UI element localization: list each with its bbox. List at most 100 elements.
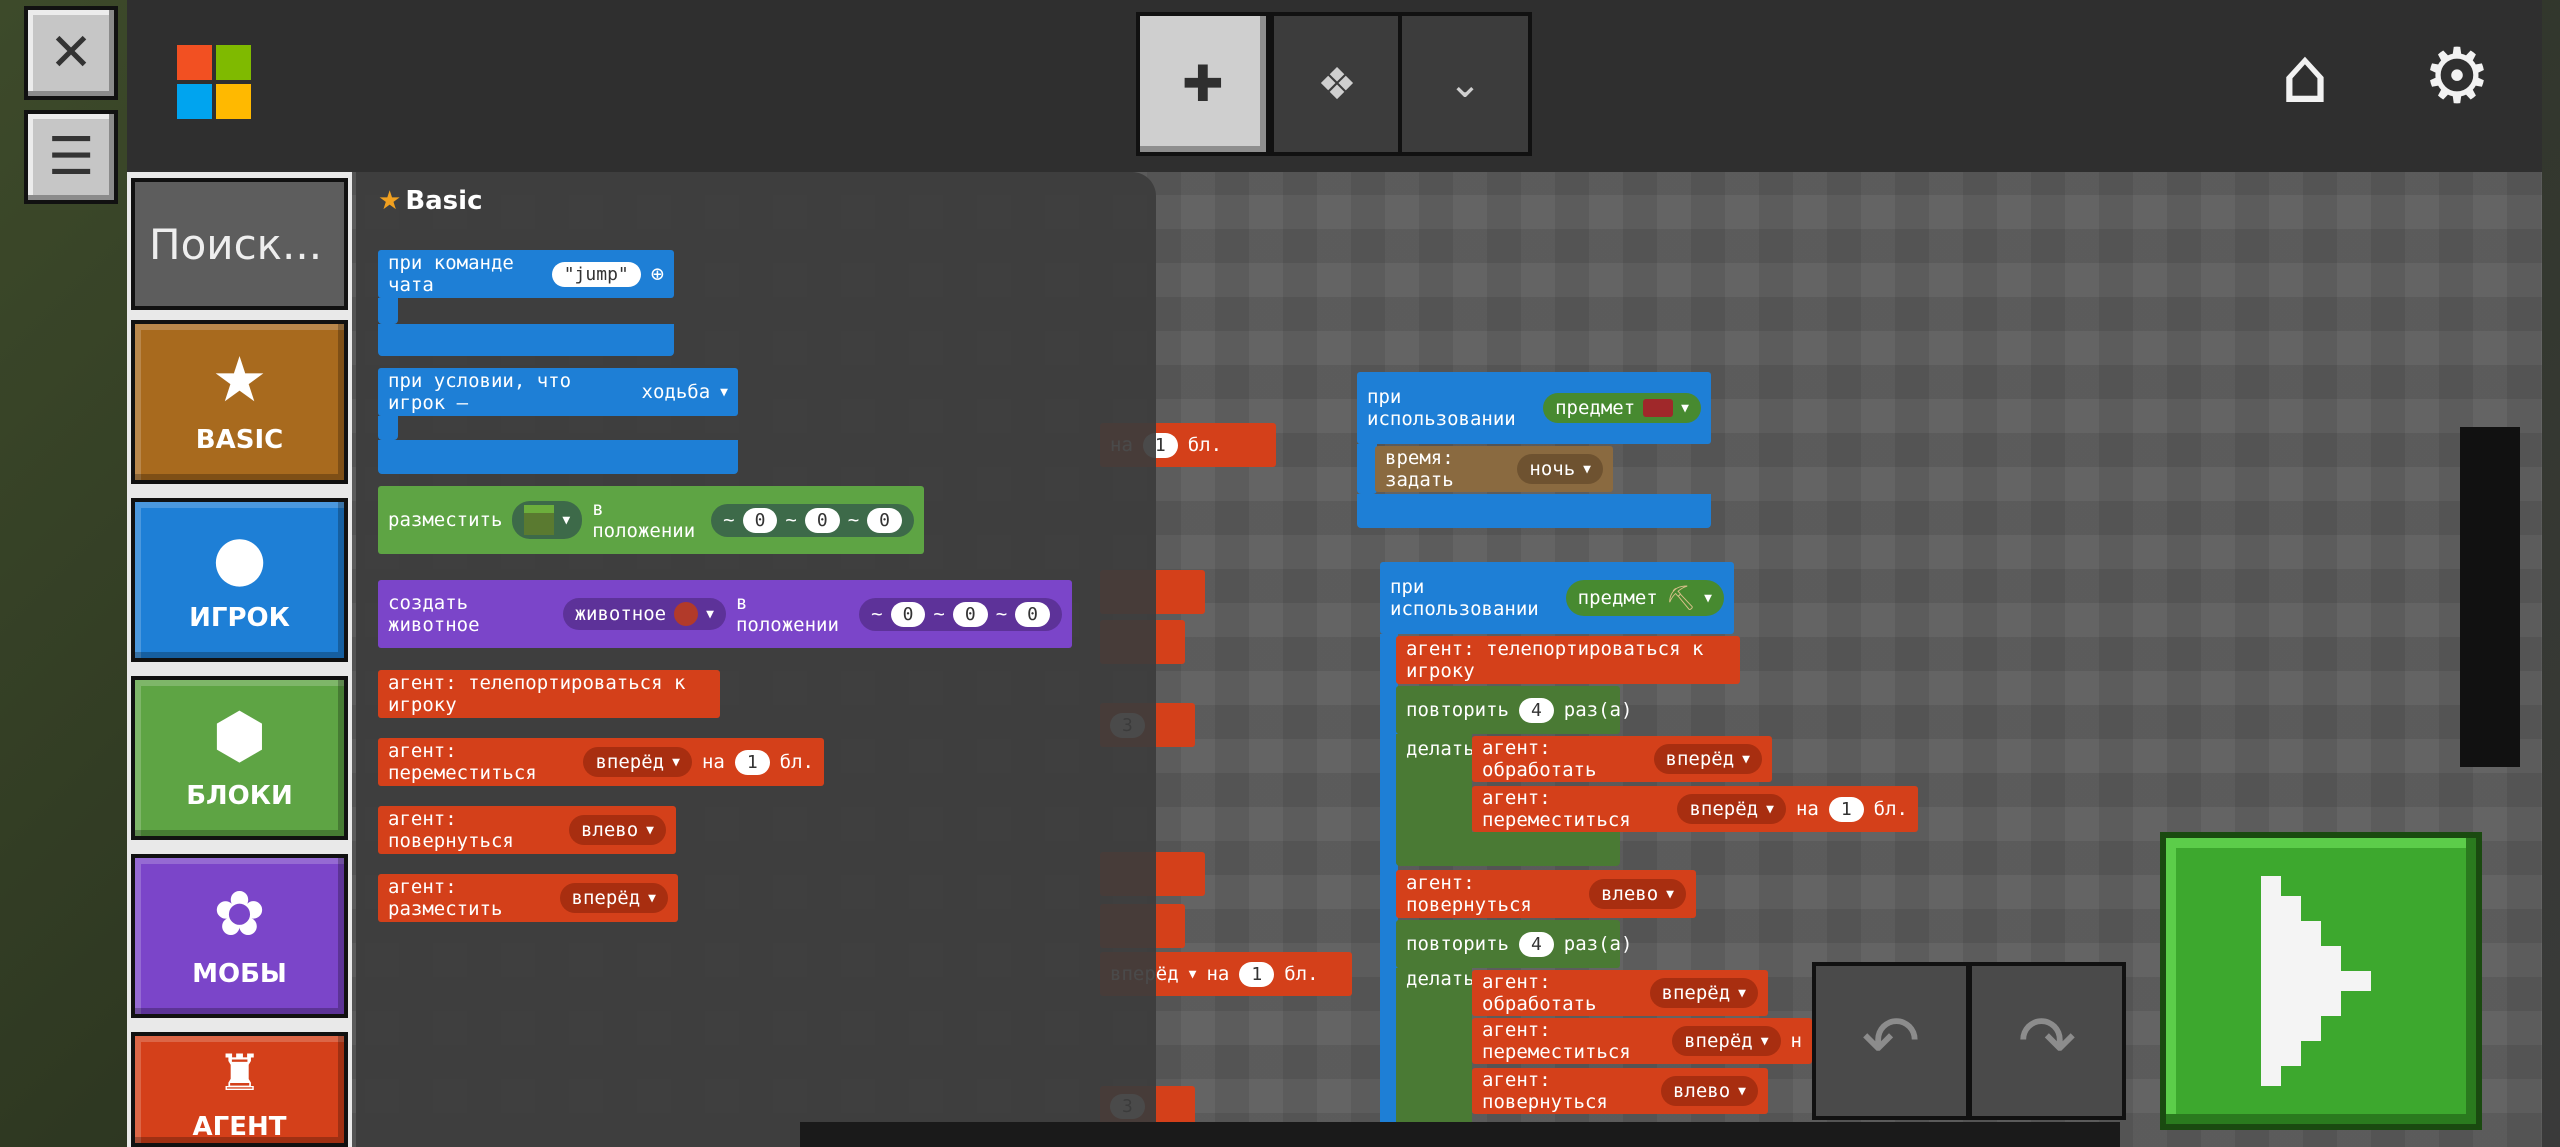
agent-turn-block[interactable]: агент: повернуться влево▼ xyxy=(378,806,676,854)
agent-turn-block[interactable]: агент: повернуться влево▼ xyxy=(1396,870,1696,918)
x-input[interactable]: 0 xyxy=(890,601,926,627)
x-input[interactable]: 0 xyxy=(742,507,778,533)
block-text: бл. xyxy=(1284,963,1319,985)
direction-dropdown[interactable]: вперёд▼ xyxy=(1677,794,1786,824)
direction-dropdown[interactable]: вперёд▼ xyxy=(559,883,668,913)
star-icon: ★ xyxy=(211,343,268,416)
time-dropdown[interactable]: ночь ▼ xyxy=(1517,454,1603,484)
paw-icon: ✿ xyxy=(213,877,266,950)
run-button[interactable] xyxy=(2160,832,2482,1130)
agent-teleport-block[interactable]: агент: телепортироваться к игроку xyxy=(1396,636,1740,684)
item-dropdown[interactable]: предмет ⛏ ▼ xyxy=(1565,580,1724,616)
caret-down-icon: ▼ xyxy=(1583,461,1591,477)
text-input[interactable]: "jump" xyxy=(551,261,641,287)
dropdown-value: предмет xyxy=(1555,397,1636,419)
category-blocks[interactable]: ⬢ БЛОКИ xyxy=(131,676,348,840)
position-input[interactable]: ~0 ~0 ~0 xyxy=(859,597,1062,631)
caret-down-icon: ▼ xyxy=(562,512,571,528)
dropdown-value[interactable]: ходьба xyxy=(641,381,711,403)
position-input[interactable]: ~0 ~0 ~0 xyxy=(711,503,914,537)
agent-till-block[interactable]: агент: обработать вперёд▼ xyxy=(1472,736,1772,782)
spawn-animal-block[interactable]: создать животное животное ▼ в положении … xyxy=(378,580,1072,648)
python-icon: ❖ xyxy=(1317,58,1357,110)
agent-place-block[interactable]: агент: разместить вперёд▼ xyxy=(378,874,678,922)
direction-dropdown[interactable]: вперёд ▼ xyxy=(1672,1026,1781,1056)
direction-dropdown[interactable]: влево▼ xyxy=(1588,879,1686,909)
on-chat-command-block[interactable]: при команде чата "jump" ⊕ xyxy=(378,250,674,298)
add-parameter-icon[interactable]: ⊕ xyxy=(650,261,664,287)
category-agent[interactable]: ♜ АГЕНТ xyxy=(131,1032,348,1147)
block-type-dropdown[interactable]: ▼ xyxy=(512,501,583,539)
bed-icon xyxy=(1643,399,1674,417)
block-body xyxy=(378,416,398,440)
workspace-scrollbar[interactable] xyxy=(2460,427,2520,767)
block-text: повторить xyxy=(1406,933,1509,955)
direction-dropdown[interactable]: вперёд▼ xyxy=(1649,978,1758,1008)
category-label: АГЕНТ xyxy=(192,1112,287,1142)
direction-dropdown[interactable]: вперёд▼ xyxy=(583,747,692,777)
category-player[interactable]: ● ИГРОК xyxy=(131,498,348,662)
block-text: делать xyxy=(1406,968,1475,990)
animal-dropdown[interactable]: животное ▼ xyxy=(562,598,726,630)
place-block-block[interactable]: разместить ▼ в положении ~0 ~0 ~0 xyxy=(378,486,924,554)
settings-button[interactable]: ⚙ xyxy=(2412,30,2502,120)
dropdown-value: ночь xyxy=(1529,458,1576,480)
close-button[interactable]: ✕ xyxy=(24,6,118,100)
menu-button[interactable]: ☰ xyxy=(24,110,118,204)
agent-move-block[interactable]: агент: переместиться вперёд▼ на 1 бл. xyxy=(1472,786,1918,832)
repeat-block[interactable]: повторить 4 раз(а) xyxy=(1396,686,1632,734)
caret-down-icon[interactable]: ▼ xyxy=(720,384,728,400)
on-player-walk-block[interactable]: при условии, что игрок — ходьба ▼ xyxy=(378,368,738,416)
home-icon: ⌂ xyxy=(2280,30,2330,120)
category-label: МОБЫ xyxy=(192,959,287,989)
on-item-used-block[interactable]: при использовании предмет ⛏ ▼ xyxy=(1380,562,1734,634)
block-text: агент: повернуться xyxy=(1406,872,1532,916)
caret-down-icon: ▼ xyxy=(1188,966,1197,982)
block-footer xyxy=(1357,494,1711,528)
z-input[interactable]: 0 xyxy=(867,507,902,533)
tab-blocks[interactable]: ✚ xyxy=(1136,12,1270,156)
direction-dropdown[interactable]: вперёд▼ xyxy=(1653,744,1762,774)
item-dropdown[interactable]: предмет ▼ xyxy=(1543,393,1701,423)
y-input[interactable]: 0 xyxy=(952,601,988,627)
number-input[interactable]: 4 xyxy=(1518,931,1554,957)
block-text: агент: телепортироваться к игроку xyxy=(388,672,686,716)
block-text: создать животное xyxy=(388,592,480,636)
y-input[interactable]: 0 xyxy=(804,507,840,533)
block-text: агент: переместиться xyxy=(1482,787,1631,831)
tab-more[interactable]: ⌄ xyxy=(1398,12,1532,156)
agent-move-block[interactable]: агент: переместиться вперёд▼ на 1 бл. xyxy=(378,738,824,786)
direction-dropdown[interactable]: влево▼ xyxy=(1660,1076,1758,1106)
repeat-block[interactable]: повторить 4 раз(а) xyxy=(1396,920,1632,968)
z-input[interactable]: 0 xyxy=(1015,601,1050,627)
agent-turn-block[interactable]: агент: повернуться влево▼ xyxy=(1472,1068,1768,1114)
search-input[interactable]: Поиск... xyxy=(131,178,348,310)
number-input[interactable]: 1 xyxy=(734,749,770,775)
block-text: делать xyxy=(1406,738,1475,760)
caret-down-icon: ▼ xyxy=(1738,985,1746,1001)
redo-button[interactable]: ↷ xyxy=(1968,962,2126,1120)
toolbox-flyout xyxy=(356,172,1156,1147)
category-mobs[interactable]: ✿ МОБЫ xyxy=(131,854,348,1018)
direction-dropdown[interactable]: влево▼ xyxy=(568,815,666,845)
block-body xyxy=(1380,634,1398,1147)
agent-teleport-block[interactable]: агент: телепортироваться к игроку xyxy=(378,670,720,718)
number-input[interactable]: 4 xyxy=(1518,697,1554,723)
number-input[interactable]: 1 xyxy=(1828,796,1864,822)
agent-move-block[interactable]: агент: переместиться вперёд▼ н xyxy=(1472,1018,1812,1064)
caret-down-icon: ▼ xyxy=(1760,1033,1769,1049)
caret-down-icon: ▼ xyxy=(648,890,656,906)
puzzle-icon: ✚ xyxy=(1182,55,1224,113)
category-basic[interactable]: ★ BASIC xyxy=(131,320,348,484)
number-input[interactable]: 1 xyxy=(1239,961,1275,987)
caret-down-icon: ▼ xyxy=(1704,590,1712,606)
block-text: на xyxy=(1795,798,1819,820)
undo-button[interactable]: ↶ xyxy=(1812,962,1970,1120)
home-button[interactable]: ⌂ xyxy=(2260,30,2350,120)
set-time-block[interactable]: время: задать ночь▼ xyxy=(1375,446,1613,492)
agent-till-block[interactable]: агент: обработать вперёд▼ xyxy=(1472,970,1768,1016)
dropdown-value: вперёд xyxy=(1684,1030,1753,1052)
tab-python[interactable]: ❖ xyxy=(1270,12,1404,156)
on-item-used-block[interactable]: при использовании предмет ▼ xyxy=(1357,372,1711,444)
dropdown-value: влево xyxy=(1600,883,1659,905)
